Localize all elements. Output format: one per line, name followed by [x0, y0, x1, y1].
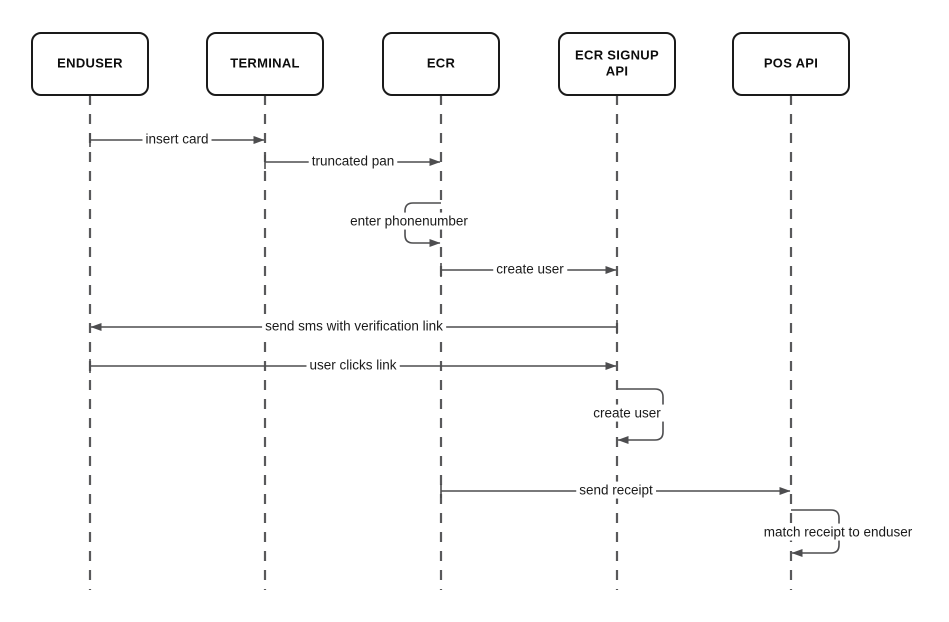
message-3-enter-phonenumber[interactable]: enter phonenumber — [347, 202, 472, 247]
message-label-backdrop — [576, 481, 657, 499]
participant-box — [558, 32, 676, 96]
message-label-backdrop — [262, 317, 447, 335]
participant-label: POS API — [764, 55, 818, 70]
message-label-backdrop — [347, 212, 472, 230]
participant-label: ENDUSER — [57, 55, 123, 70]
participant-label: API — [606, 63, 629, 78]
participant-enduser[interactable]: ENDUSER — [31, 32, 149, 96]
message-label: insert card — [145, 132, 208, 147]
message-1-insert-card[interactable]: insert card — [89, 130, 265, 148]
message-4-create-user[interactable]: create user — [440, 260, 617, 278]
message-8-send-receipt[interactable]: send receipt — [440, 481, 791, 499]
participant-ecr[interactable]: ECR — [382, 32, 500, 96]
message-label: send receipt — [579, 483, 653, 498]
message-label-backdrop — [590, 404, 665, 422]
participant-box — [732, 32, 850, 96]
participant-terminal[interactable]: TERMINAL — [206, 32, 324, 96]
message-5-send-sms-with-verification-link[interactable]: send sms with verification link — [90, 317, 618, 335]
participant-label: ECR — [427, 55, 456, 70]
message-label-backdrop — [308, 152, 398, 170]
message-label: send sms with verification link — [265, 319, 443, 334]
message-label: truncated pan — [312, 154, 395, 169]
message-label: match receipt to enduser — [764, 525, 913, 540]
message-label-backdrop — [306, 356, 400, 374]
participant-box — [382, 32, 500, 96]
message-label: create user — [593, 406, 661, 421]
message-9-match-receipt-to-enduser[interactable]: match receipt to enduser — [760, 509, 916, 557]
message-label: create user — [496, 262, 564, 277]
participant-box — [31, 32, 149, 96]
lifelines-layer — [88, 95, 793, 590]
message-6-user-clicks-link[interactable]: user clicks link — [89, 356, 617, 374]
participant-pos_api[interactable]: POS API — [732, 32, 850, 96]
participant-label: TERMINAL — [230, 55, 300, 70]
participant-label: ECR SIGNUP — [575, 47, 659, 62]
message-7-create-user[interactable]: create user — [590, 388, 665, 444]
message-label: user clicks link — [309, 358, 396, 373]
message-2-truncated-pan[interactable]: truncated pan — [264, 152, 441, 170]
message-label: enter phonenumber — [350, 214, 468, 229]
messages-layer: insert card truncated pan enter phonenumbe… — [89, 130, 916, 557]
participant-box — [206, 32, 324, 96]
message-label-backdrop — [142, 130, 212, 148]
message-label-backdrop — [493, 260, 568, 278]
message-label-backdrop — [760, 523, 916, 541]
